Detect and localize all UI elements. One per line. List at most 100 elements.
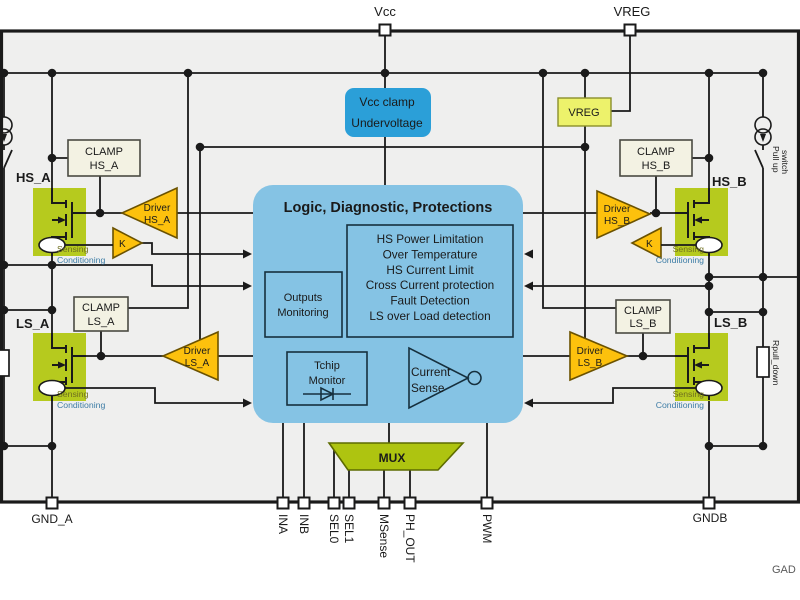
- outputs-monitoring-line1: Outputs: [284, 292, 323, 304]
- conditioning-label-hs-b: Conditioning: [656, 255, 704, 265]
- driver-ls-a-line1: Driver: [184, 346, 211, 357]
- vreg-block-label: VREG: [568, 107, 599, 119]
- protection-item: HS Power Limitation: [377, 232, 484, 246]
- pin-label-vreg: VREG: [614, 4, 651, 19]
- driver-hs-a-triangle: [120, 186, 178, 240]
- pull-up-current-source-right: [754, 116, 772, 146]
- driver-hs-b-triangle: [596, 189, 652, 240]
- pin-sel1: [342, 496, 356, 510]
- pin-label-sel1: SEL1: [342, 514, 356, 544]
- clamp-ls-b-line2: LS_B: [630, 318, 657, 330]
- pin-vreg: [623, 23, 637, 37]
- clamp-ls-a-line2: LS_A: [88, 316, 116, 328]
- protection-item: HS Current Limit: [386, 263, 474, 277]
- k-gain-a-triangle: [112, 226, 144, 260]
- driver-ls-b-line1: Driver: [577, 346, 604, 357]
- pin-sel0: [327, 496, 341, 510]
- pin-label-gnd-a: GND_A: [31, 512, 72, 526]
- junction-dots: [0, 68, 768, 451]
- tchip-monitor-line2: Monitor: [309, 375, 346, 387]
- driver-hs-a-line2: HS_A: [144, 215, 170, 226]
- pin-msense: [377, 496, 391, 510]
- pin-label-gndb: GNDB: [693, 511, 728, 525]
- vcc-clamp-undervoltage-block: [345, 88, 431, 137]
- mosfet-label-hs-a: HS_A: [16, 170, 51, 185]
- tchip-monitor-line1: Tchip: [314, 360, 340, 372]
- mosfet-body-arrows: [58, 216, 702, 369]
- pin-ina: [276, 496, 290, 510]
- protection-item: Fault Detection: [390, 294, 469, 308]
- mosfet-label-hs-b: HS_B: [712, 174, 747, 189]
- protection-item: Cross Current protection: [366, 278, 495, 292]
- pin-label-ph-out: PH_OUT: [403, 514, 417, 563]
- mosfet-label-ls-b: LS_B: [714, 315, 747, 330]
- driver-ls-a-triangle: [160, 330, 219, 382]
- conditioning-label-ls-a: Conditioning: [57, 400, 105, 410]
- vcc-clamp-line1: Vcc clamp: [359, 95, 415, 109]
- logic-block-title: Logic, Diagnostic, Protections: [284, 200, 493, 216]
- mux-block: [327, 442, 465, 471]
- pin-gndb: [702, 496, 716, 510]
- pin-gnd-a: [45, 496, 59, 510]
- logic-block: [253, 185, 523, 423]
- pin-label-sel0: SEL0: [327, 514, 341, 544]
- sensing-label-hs-b: Sensing: [673, 244, 705, 254]
- clamp-ls-a-line1: CLAMP: [82, 302, 120, 314]
- clamp-hs-b-line1: CLAMP: [637, 146, 675, 158]
- clamp-ls-b-block: [615, 299, 671, 334]
- k-gain-b-label: K: [646, 239, 653, 250]
- driver-ls-a-line2: LS_A: [185, 358, 210, 369]
- pin-label-vcc: Vcc: [374, 4, 396, 19]
- outputs-monitoring-line2: Monitoring: [277, 307, 328, 319]
- diode-icon: [303, 386, 351, 402]
- clamp-hs-a-line2: HS_A: [90, 160, 119, 172]
- sense-wires: [65, 244, 696, 404]
- pull-up-switch-label-line2: switch: [780, 150, 790, 174]
- mux-label: MUX: [379, 451, 406, 465]
- sensing-label-ls-a: Sensing: [57, 389, 89, 399]
- current-sense-comparator-icon: [408, 346, 482, 410]
- conditioning-label-hs-a: Conditioning: [57, 255, 105, 265]
- pin-markers: [45, 23, 716, 510]
- pull-up-current-source-left: [0, 116, 13, 146]
- clamp-ls-a-block: [73, 296, 129, 332]
- vreg-block: [557, 97, 612, 127]
- protection-item: Over Temperature: [383, 247, 478, 261]
- pin-label-pwm: PWM: [480, 514, 494, 543]
- resistor-rpull-down: [756, 346, 770, 378]
- driver-ls-b-line2: LS_B: [578, 358, 603, 369]
- pin-ph-out: [403, 496, 417, 510]
- outputs-monitoring-box: [264, 271, 343, 338]
- protections-box: [346, 224, 514, 338]
- pin-pwm: [480, 496, 494, 510]
- pull-up-switch-label-line1: Pull up: [771, 146, 781, 173]
- k-gain-a-label: K: [119, 239, 126, 250]
- driver-hs-b-line1: Driver: [604, 204, 631, 215]
- clamp-hs-b-block: [619, 139, 693, 177]
- clamp-hs-a-line1: CLAMP: [85, 146, 123, 158]
- sensing-label-ls-b: Sensing: [673, 389, 705, 399]
- vcc-clamp-line2: Undervoltage: [351, 116, 423, 130]
- clamp-hs-a-block: [67, 139, 141, 177]
- pin-inb: [297, 496, 311, 510]
- resistor-left: [0, 349, 10, 377]
- current-sense-line1: Current: [411, 365, 451, 379]
- sensing-label-hs-a: Sensing: [57, 244, 89, 254]
- mosfet-label-ls-a: LS_A: [16, 316, 50, 331]
- current-sensing-ellipses: [38, 236, 723, 397]
- signal-arrows: [243, 249, 533, 408]
- driver-ls-b-triangle: [569, 330, 630, 382]
- tchip-monitor-box: [286, 351, 368, 406]
- current-sense-line2: Sense: [411, 381, 445, 395]
- pin-label-ina: INA: [276, 514, 290, 534]
- protection-item: LS over Load detection: [369, 309, 490, 323]
- clamp-hs-b-line2: HS_B: [642, 160, 671, 172]
- conditioning-label-ls-b: Conditioning: [656, 400, 704, 410]
- clamp-ls-b-line1: CLAMP: [624, 305, 662, 317]
- rpull-down-label: Rpull_down: [771, 340, 781, 386]
- pin-vcc: [378, 23, 392, 37]
- driver-hs-a-line1: Driver: [144, 203, 171, 214]
- k-gain-b-triangle: [630, 226, 662, 260]
